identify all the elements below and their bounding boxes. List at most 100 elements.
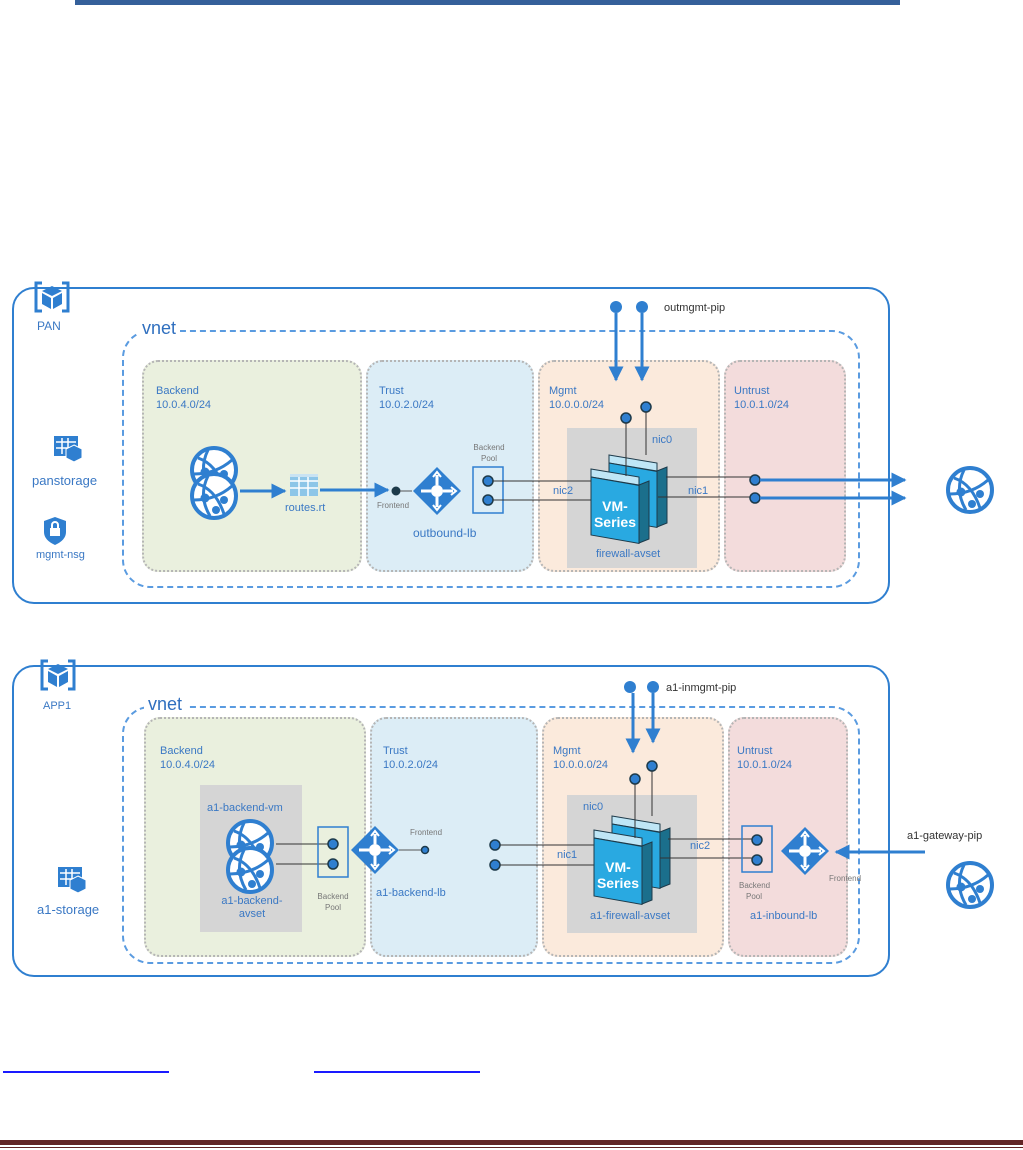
storage-icon <box>53 435 83 463</box>
vm-series-icon <box>590 454 668 544</box>
public-ip-label: outmgmt-pip <box>664 302 726 314</box>
pool-dot <box>482 475 494 487</box>
inbound-pool-label: Backend Pool <box>739 880 771 902</box>
vnet-label: vnet <box>144 694 187 715</box>
frontend-dot <box>391 486 401 496</box>
backend-vm-icon <box>226 846 274 894</box>
trust-dot <box>489 839 501 851</box>
inbound-frontend-label: Frontend <box>829 874 862 883</box>
subnet-name: Mgmt <box>549 385 577 397</box>
storage-label: a1-storage <box>37 902 100 917</box>
pip-dot <box>610 301 622 313</box>
nic-mgmt-label: nic0 <box>583 801 604 813</box>
inbound-lb-label: a1-inbound-lb <box>750 910 818 922</box>
footer-rule-thin <box>0 1147 1023 1148</box>
pool-dot <box>327 858 339 870</box>
internet-icon <box>946 466 994 514</box>
footer-link[interactable] <box>3 1071 169 1073</box>
nic-right-label: nic2 <box>690 840 711 852</box>
resource-group-icon <box>40 659 76 691</box>
firewall-avset-label: a1-firewall-avset <box>590 910 671 922</box>
public-ip-label: a1-inmgmt-pip <box>666 682 737 694</box>
backend-vm-icon <box>190 472 238 520</box>
subnet-cidr: 10.0.1.0/24 <box>737 759 793 771</box>
resource-group-label: APP1 <box>43 700 72 712</box>
resource-group-app1 <box>12 665 890 977</box>
lb-backend-pool-label: Backend Pool <box>469 442 509 464</box>
mgmt-nic-dot <box>629 773 641 785</box>
untrust-dot <box>749 492 761 504</box>
backend-pool-box <box>317 826 349 878</box>
trust-dot <box>489 859 501 871</box>
backend-vm-label: a1-backend-vm <box>207 802 283 814</box>
pool-dot <box>327 838 339 850</box>
backend-pool-label: Backend Pool <box>315 891 351 913</box>
footer-rule <box>0 1140 1023 1145</box>
firewall-avset-label: firewall-avset <box>596 548 661 560</box>
subnet-cidr: 10.0.4.0/24 <box>156 399 212 411</box>
nic-mgmt-label: nic0 <box>652 434 673 446</box>
route-table-label: routes.rt <box>285 502 326 514</box>
nic-left-label: nic1 <box>557 849 578 861</box>
vnet-app1 <box>122 706 860 964</box>
frontend-dot <box>420 845 430 855</box>
backend-pool-text: Backend Pool <box>317 892 349 912</box>
internet-icon <box>946 861 994 909</box>
pool-dot <box>751 834 763 846</box>
subnet-cidr: 10.0.4.0/24 <box>160 759 216 771</box>
subnet-cidr: 10.0.2.0/24 <box>379 399 435 411</box>
load-balancer-label: outbound-lb <box>413 526 477 540</box>
lb-frontend-label: Frontend <box>377 501 410 510</box>
route-table-icon <box>290 474 318 496</box>
resource-group-pan <box>12 287 890 604</box>
vm-series-icon <box>593 815 671 905</box>
load-balancer-icon <box>411 465 463 517</box>
vnet-label: vnet <box>138 318 181 339</box>
pool-dot <box>751 854 763 866</box>
mgmt-nic-dot <box>640 401 652 413</box>
pip-dot <box>636 301 648 313</box>
nic-right-label: nic1 <box>688 485 709 497</box>
backend-avset-text: a1-backend-avset <box>221 895 283 920</box>
subnet-cidr: 10.0.0.0/24 <box>553 759 609 771</box>
pip-dot <box>624 681 636 693</box>
mgmt-nic-dot <box>620 412 632 424</box>
subnet-untrust <box>728 717 848 957</box>
pip-dot <box>647 681 659 693</box>
backend-avset-label: a1-backend-avset <box>212 895 292 921</box>
subnet-cidr: 10.0.2.0/24 <box>383 759 439 771</box>
subnet-backend <box>142 360 362 572</box>
subnet-name: Untrust <box>734 385 770 397</box>
subnet-cidr: 10.0.1.0/24 <box>734 399 790 411</box>
subnet-name: Untrust <box>737 745 773 757</box>
pool-dot <box>482 494 494 506</box>
inbound-pool-box <box>741 825 773 873</box>
subnet-name: Trust <box>379 385 404 397</box>
subnet-name: Backend <box>156 385 199 397</box>
gateway-pip-label: a1-gateway-pip <box>907 830 983 842</box>
nic-left-label: nic2 <box>553 485 574 497</box>
inbound-lb-icon <box>779 825 831 877</box>
subnet-trust <box>366 360 534 572</box>
vnet-pan <box>122 330 860 588</box>
subnet-name: Mgmt <box>553 745 581 757</box>
resource-group-icon <box>34 281 70 313</box>
backend-lb-label: a1-backend-lb <box>376 887 446 899</box>
backend-lb-frontend-label: Frontend <box>410 828 443 837</box>
nsg-shield-icon <box>44 517 66 545</box>
resource-group-label: PAN <box>37 319 61 333</box>
subnet-trust <box>370 717 538 957</box>
nsg-label: mgmt-nsg <box>36 549 85 561</box>
mgmt-nic-dot <box>646 760 658 772</box>
header-rule <box>75 0 900 5</box>
footer-link[interactable] <box>314 1071 480 1073</box>
backend-pool-box <box>472 466 504 514</box>
subnet-name: Backend <box>160 745 203 757</box>
backend-pool-text: Backend Pool <box>473 443 505 463</box>
subnet-untrust <box>724 360 846 572</box>
untrust-dot <box>749 474 761 486</box>
subnet-cidr: 10.0.0.0/24 <box>549 399 605 411</box>
backend-pool-text: Backend Pool <box>739 881 771 901</box>
subnet-name: Trust <box>383 745 408 757</box>
